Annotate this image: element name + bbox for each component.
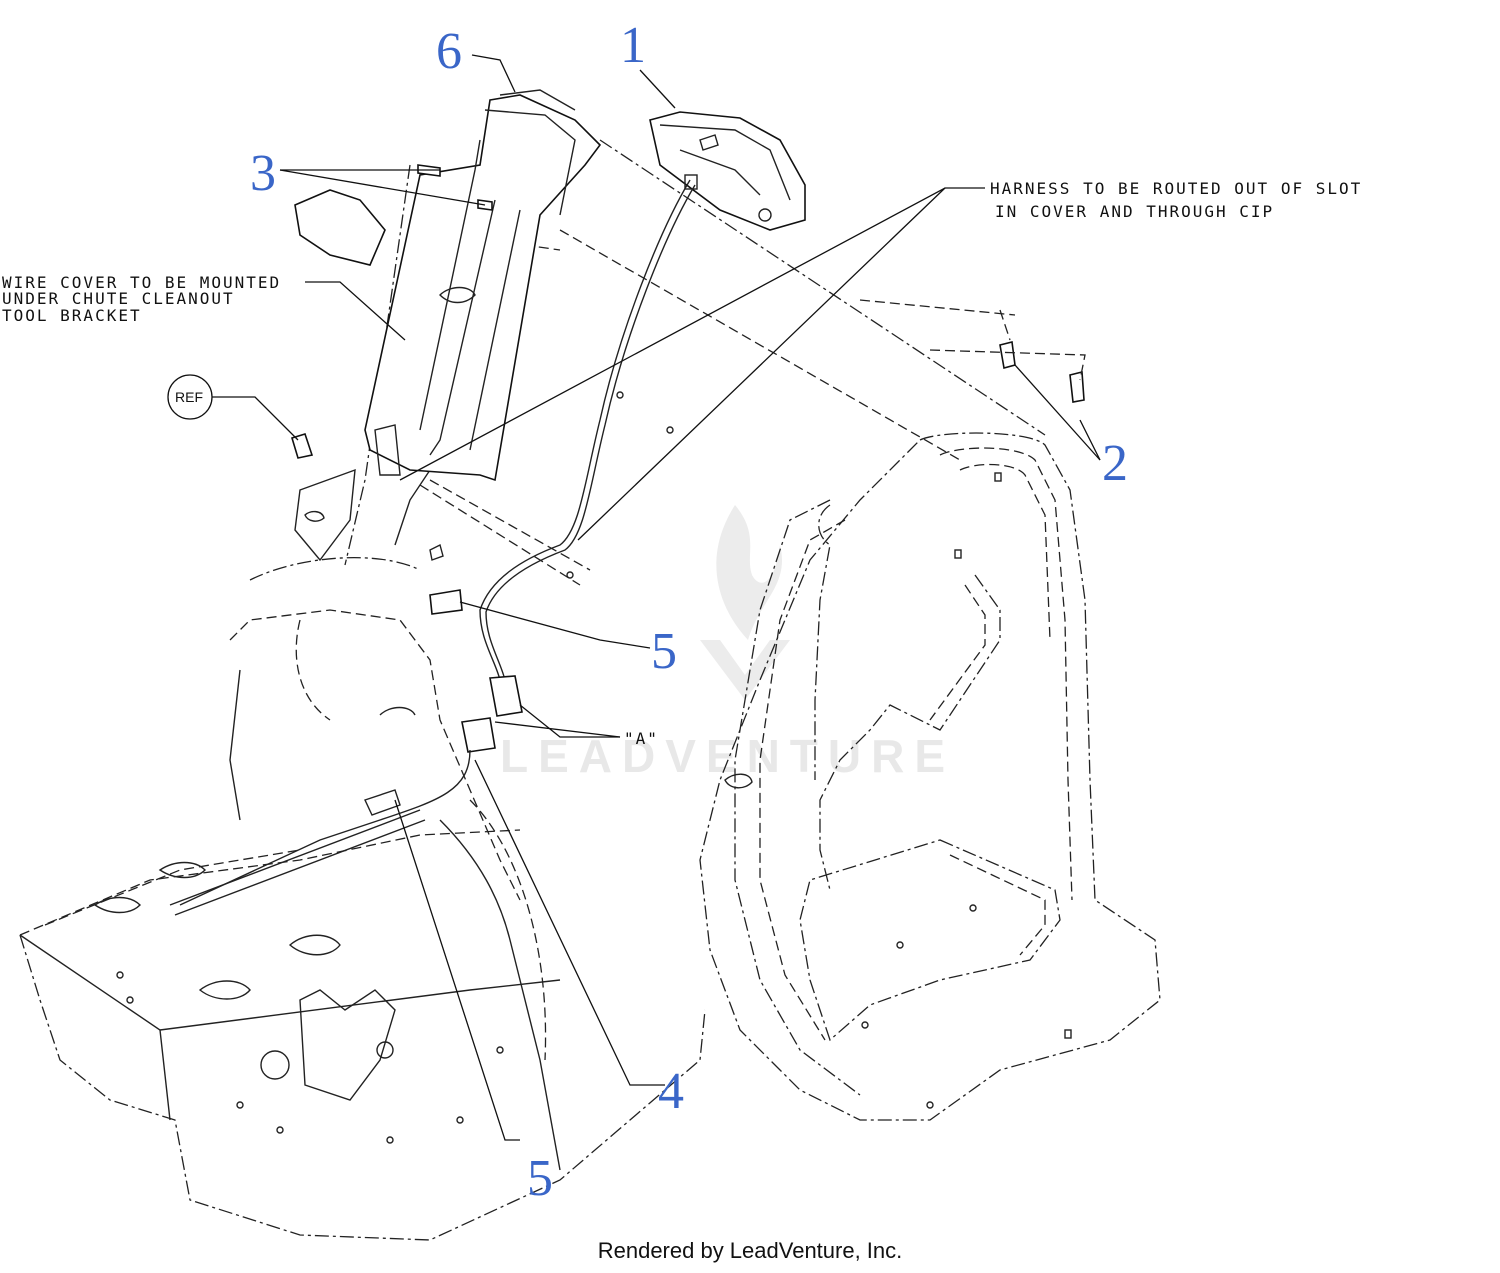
chute-assembly xyxy=(294,139,1046,586)
harness-note-line-1: HARNESS TO BE ROUTED OUT OF SLOT xyxy=(990,179,1362,198)
callout-1[interactable]: 1 xyxy=(620,17,646,74)
watermark-flame-icon xyxy=(716,505,783,640)
ref-bolt-icon xyxy=(291,433,314,459)
wire-cover-note-line-1: WIRE COVER TO BE MOUNTED xyxy=(2,273,281,292)
wire-cover-note-line-2: UNDER CHUTE CLEANOUT xyxy=(2,289,235,308)
watermark-text: LEADVENTURE xyxy=(500,730,955,782)
watermark: LEADVENTURE xyxy=(500,505,955,782)
callout-5-upper[interactable]: 5 xyxy=(651,623,677,680)
tool-bracket xyxy=(294,189,386,266)
callouts: 1 2 3 4 5 5 6 xyxy=(250,17,1128,1207)
auger-housing xyxy=(19,557,706,1241)
bolt-icon xyxy=(999,341,1016,370)
callout-2[interactable]: 2 xyxy=(1102,435,1128,492)
ref-circle xyxy=(167,374,213,420)
callout-4[interactable]: 4 xyxy=(658,1063,684,1120)
wire-cover-note-line-3: TOOL BRACKET xyxy=(2,306,142,325)
detail-a-label: "A" xyxy=(624,729,659,748)
notes: HARNESS TO BE ROUTED OUT OF SLOT IN COVE… xyxy=(2,179,1362,748)
hardware xyxy=(291,164,1086,459)
wire-harness xyxy=(179,179,696,906)
callout-3[interactable]: 3 xyxy=(250,145,276,202)
watermark-v-icon xyxy=(700,640,790,700)
harness-note-line-2: IN COVER AND THROUGH CIP xyxy=(995,202,1274,221)
wire-cover xyxy=(364,89,602,482)
ref-label: REF xyxy=(175,389,203,405)
footer-credit: Rendered by LeadVenture, Inc. xyxy=(597,1238,903,1263)
leader-lines xyxy=(210,54,1101,1141)
callout-5-lower[interactable]: 5 xyxy=(527,1150,553,1207)
bolt-icon xyxy=(1069,370,1085,403)
rear-frame xyxy=(699,432,1161,1121)
console-light xyxy=(649,111,806,231)
callout-6[interactable]: 6 xyxy=(436,23,462,80)
